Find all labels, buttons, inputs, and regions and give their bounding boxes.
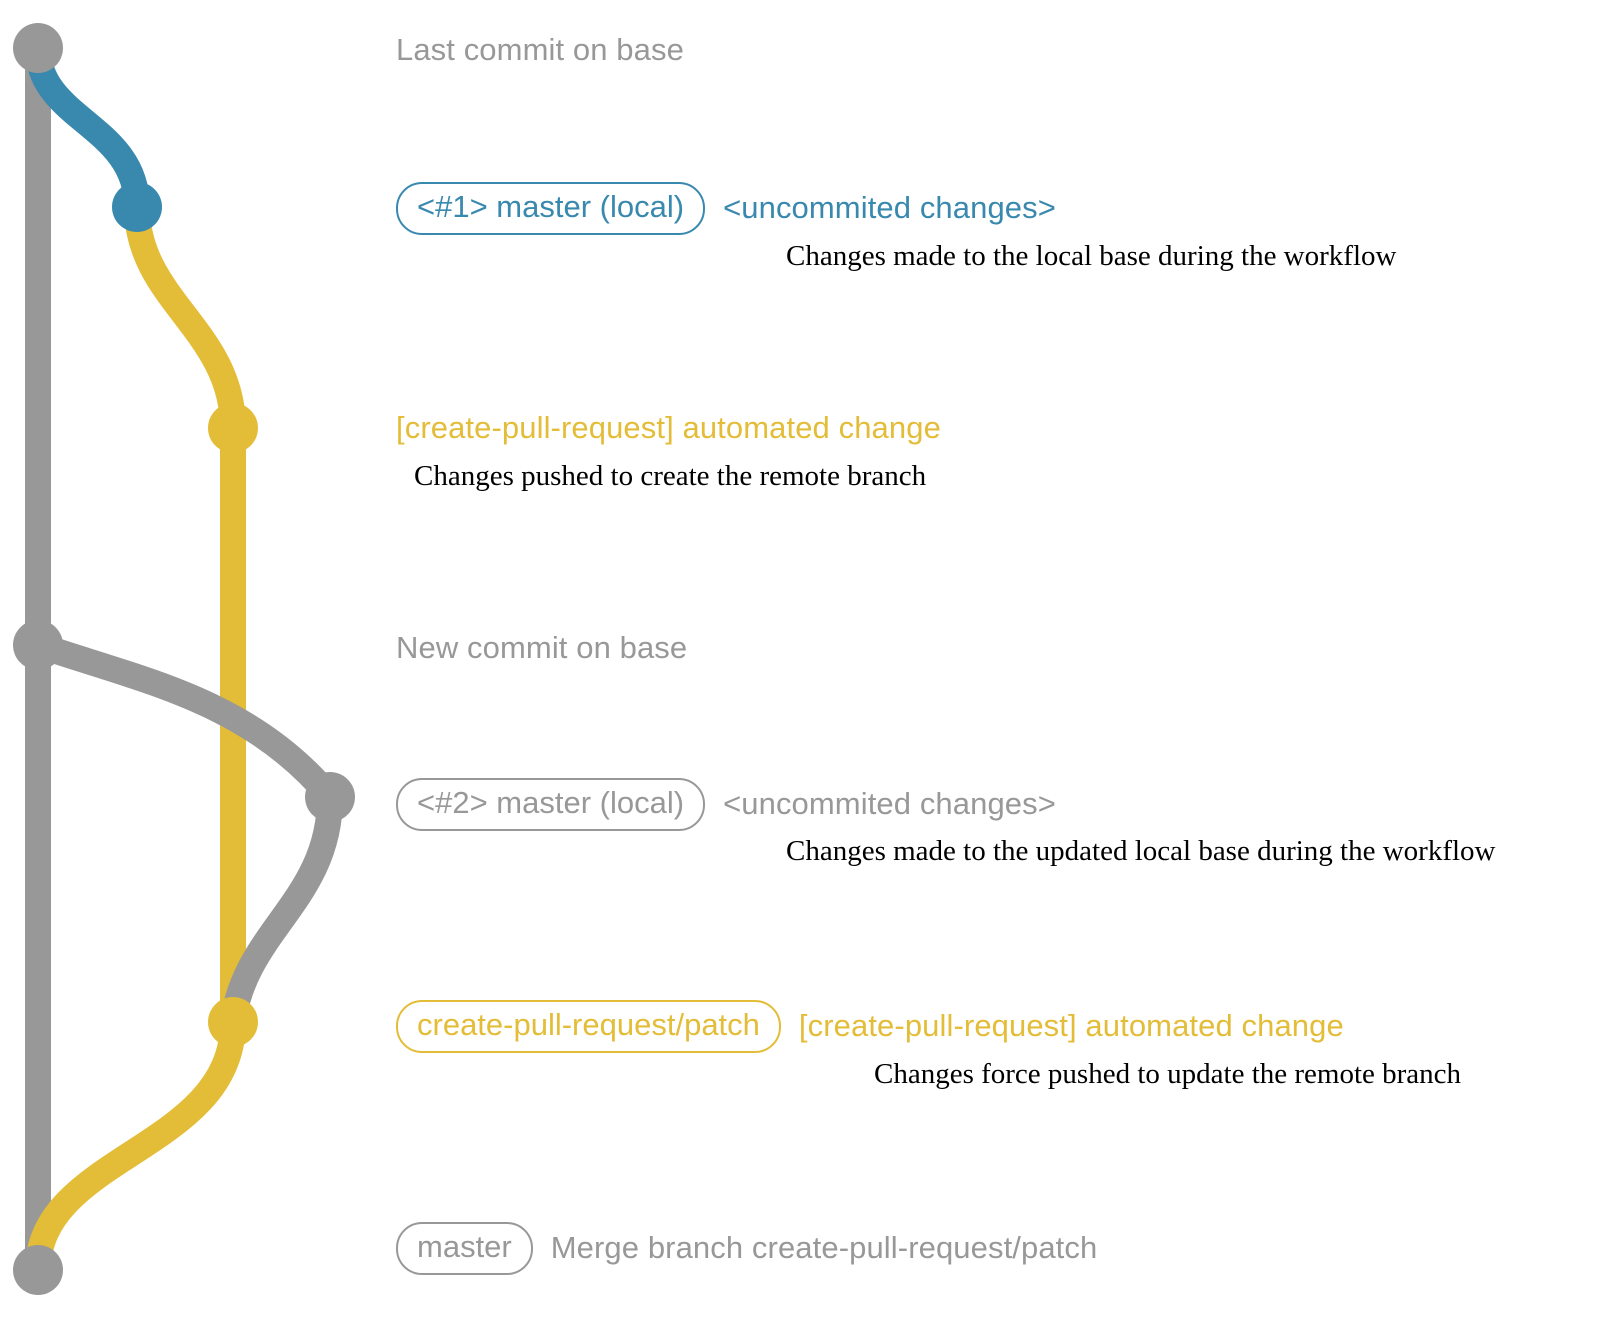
- branch-badge-master-local-2[interactable]: <#2> master (local): [396, 778, 706, 831]
- row-local-change-1: <#1> master (local) <uncommited changes>: [396, 182, 1056, 235]
- commit-message-merge-branch: Merge branch create-pull-request/patch: [550, 1230, 1098, 1266]
- edge-local1-to-patch1: [124, 194, 246, 441]
- row-last-commit-on-base: Last commit on base: [396, 32, 684, 68]
- commit-message-uncommited-changes-1: <uncommited changes>: [723, 190, 1056, 226]
- commit-node-local-2[interactable]: [305, 772, 355, 822]
- row-automated-change-1: [create-pull-request] automated change: [396, 410, 941, 446]
- commit-message-uncommited-changes-2: <uncommited changes>: [723, 786, 1056, 822]
- commit-message-automated-change-1: [create-pull-request] automated change: [396, 410, 941, 445]
- commit-node-master-merge[interactable]: [13, 1245, 63, 1295]
- description-automated-change-2: Changes force pushed to update the remot…: [874, 1058, 1462, 1090]
- row-merge-commit: master Merge branch create-pull-request/…: [396, 1222, 1097, 1275]
- row-local-change-2: <#2> master (local) <uncommited changes>: [396, 778, 1056, 831]
- description-local-change-1: Changes made to the local base during th…: [786, 240, 1397, 272]
- branch-badge-create-pull-request-patch[interactable]: create-pull-request/patch: [396, 1000, 781, 1053]
- commit-node-patch-2[interactable]: [208, 997, 258, 1047]
- row-automated-change-2: create-pull-request/patch [create-pull-r…: [396, 1000, 1344, 1053]
- edge-basenew-to-local2: [25, 632, 343, 810]
- branch-badge-master[interactable]: master: [396, 1222, 533, 1275]
- description-local-change-2: Changes made to the updated local base d…: [786, 835, 1496, 867]
- row-new-commit-on-base: New commit on base: [396, 630, 687, 666]
- branch-badge-master-local-1[interactable]: <#1> master (local): [396, 182, 706, 235]
- git-graph: [13, 23, 355, 1295]
- commit-message-last-commit-on-base: Last commit on base: [396, 32, 684, 67]
- commit-message-automated-change-2: [create-pull-request] automated change: [798, 1008, 1344, 1044]
- commit-message-new-commit-on-base: New commit on base: [396, 630, 688, 665]
- commit-node-patch-1[interactable]: [208, 403, 258, 453]
- commit-node-base-new[interactable]: [13, 620, 63, 670]
- commit-node-local-1[interactable]: [112, 182, 162, 232]
- description-automated-change-1: Changes pushed to create the remote bran…: [414, 460, 927, 492]
- edge-base-to-local1: [25, 35, 150, 220]
- commit-node-base-last[interactable]: [13, 23, 63, 73]
- edge-patch2-to-master: [25, 1009, 246, 1283]
- edge-local2-to-patch2: [220, 784, 343, 1035]
